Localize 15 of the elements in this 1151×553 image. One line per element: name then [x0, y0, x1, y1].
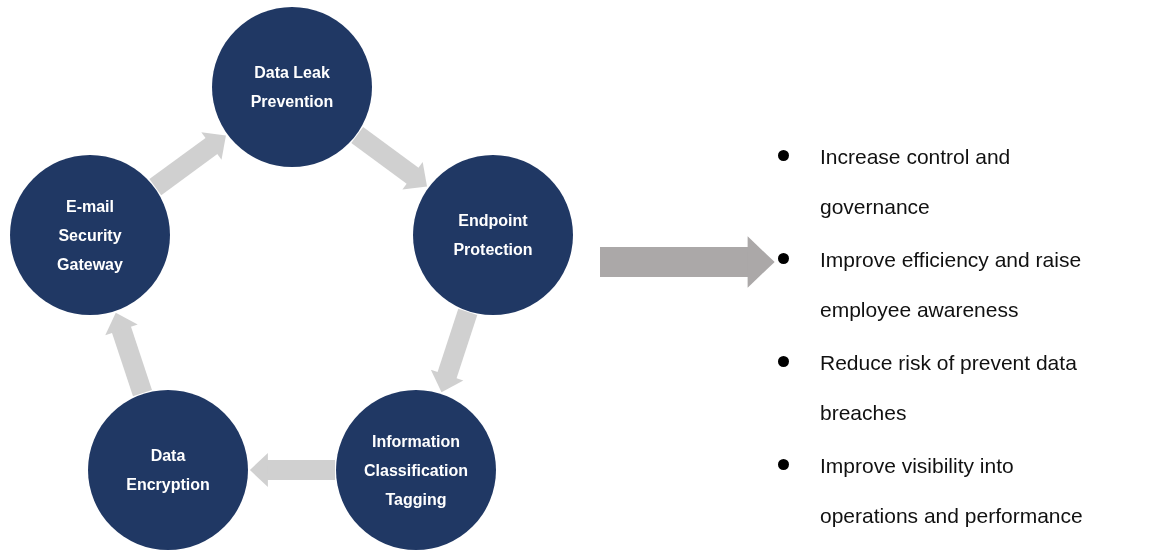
process-circle: Data Leak Prevention	[212, 7, 372, 167]
block-arrow	[430, 308, 478, 393]
block-arrow	[249, 452, 335, 488]
bullet-item: Improve visibility into operations and performance	[776, 441, 1116, 541]
bullet-item: Reduce risk of prevent data breaches	[776, 338, 1116, 438]
process-circle: Endpoint Protection	[413, 155, 573, 315]
block-arrow	[600, 236, 775, 288]
process-circle: Data Encryption	[88, 390, 248, 550]
block-arrow	[105, 312, 152, 397]
block-arrow	[149, 132, 226, 196]
bullet-item: Improve efficiency and raise employee awareness	[776, 235, 1116, 335]
bullet-item: Increase control and governance	[776, 132, 1116, 232]
block-arrow	[351, 127, 428, 190]
process-circle: E-mail Security Gateway	[10, 155, 170, 315]
process-circle: Information Classification Tagging	[336, 390, 496, 550]
